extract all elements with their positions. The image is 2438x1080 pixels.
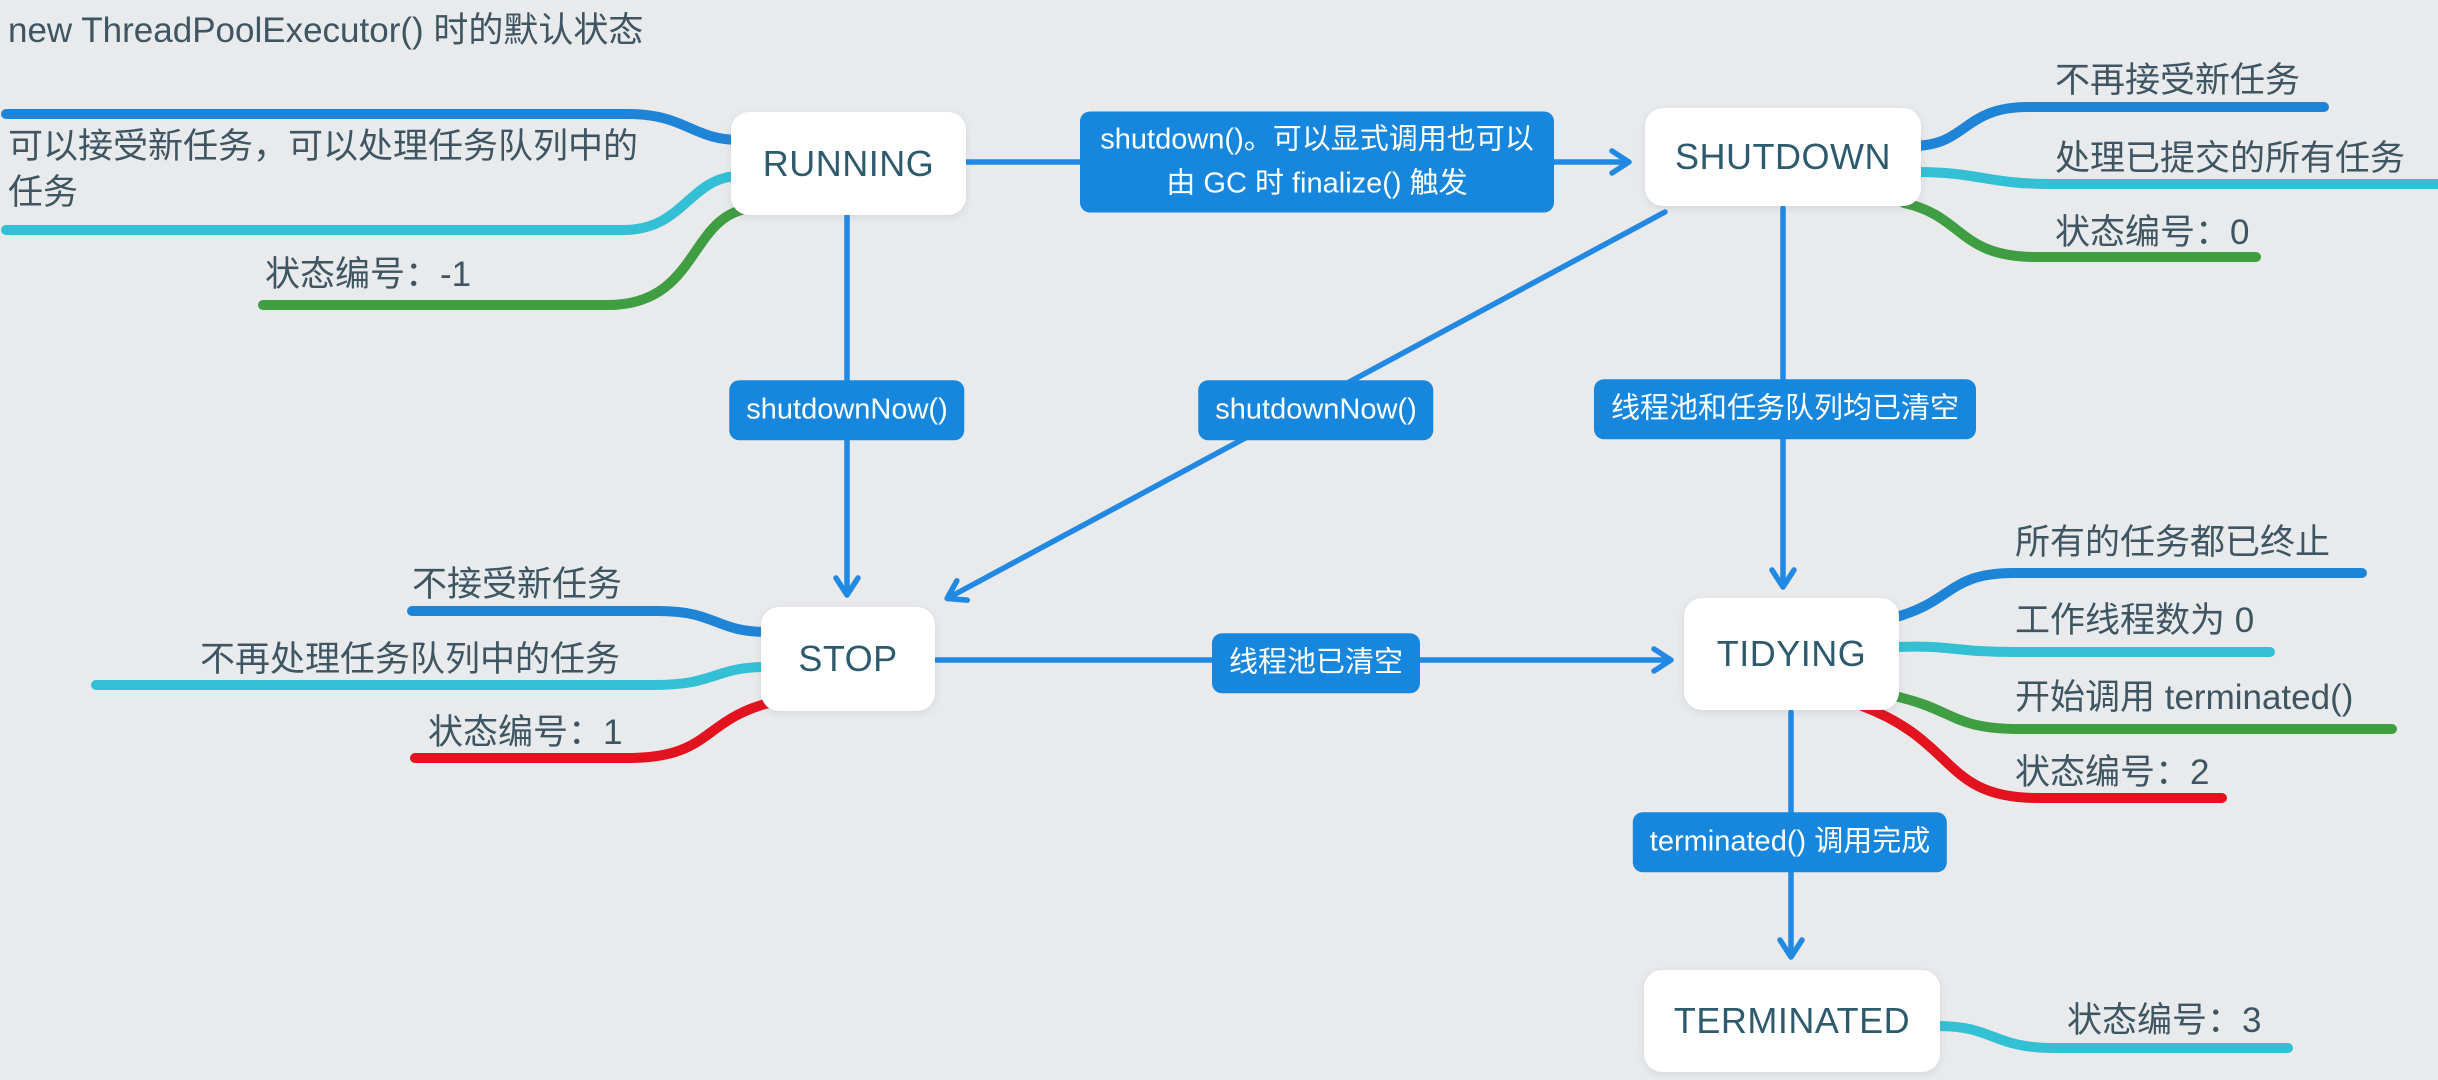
note-terminated-state-number[interactable]: 状态编号：3 (2067, 1001, 2262, 1040)
node-running-label: RUNNING (762, 142, 935, 184)
branch-stop-state-number (410, 695, 787, 763)
branch-running-state-number (258, 203, 757, 310)
note-tidying-all-tasks-terminated[interactable]: 所有的任务都已终止 (2015, 523, 2331, 562)
node-terminated[interactable]: TERMINATED (1644, 970, 1940, 1072)
branch-tidying-call-terminated (1889, 691, 2397, 734)
note-tidying-call-terminated[interactable]: 开始调用 terminated() (2015, 678, 2354, 717)
note-stop-no-new-tasks[interactable]: 不接受新任务 (412, 565, 623, 604)
note-stop-no-queue-processing[interactable]: 不再处理任务队列中的任务 (200, 640, 621, 679)
branch-stop-no-queue-processing (91, 662, 773, 690)
edge-label-shutdownnow-shutdown-stop[interactable]: shutdownNow() (1198, 380, 1434, 440)
note-shutdown-no-new-tasks[interactable]: 不再接受新任务 (2055, 61, 2301, 100)
branch-tidying-worker-count-zero (1893, 641, 2275, 657)
edge-label-pool-and-queue-empty[interactable]: 线程池和任务队列均已清空 (1593, 379, 1977, 439)
branch-shutdown-process-submitted (1912, 167, 2438, 189)
branch-stop-no-new-tasks (407, 606, 773, 637)
branch-shutdown-state-number (1899, 198, 2261, 262)
node-stop[interactable]: STOP (761, 607, 935, 711)
note-tidying-worker-count-zero[interactable]: 工作线程数为 0 (2015, 601, 2255, 640)
node-tidying-label: TIDYING (1716, 633, 1867, 674)
node-shutdown[interactable]: SHUTDOWN (1645, 108, 1921, 206)
branch-terminated-state-number (1933, 1021, 2293, 1053)
branch-running-accept-tasks (1, 171, 745, 235)
node-terminated-label: TERMINATED (1673, 1000, 1911, 1041)
node-running[interactable]: RUNNING (731, 112, 966, 215)
edge-label-terminated-call-done[interactable]: terminated() 调用完成 (1632, 812, 1948, 872)
node-stop-label: STOP (798, 638, 898, 679)
note-running-accept-tasks[interactable]: 可以接受新任务，可以处理任务队列中的任务 (8, 127, 639, 212)
note-shutdown-state-number[interactable]: 状态编号：0 (2055, 213, 2250, 252)
node-shutdown-label: SHUTDOWN (1675, 136, 1891, 177)
node-tidying[interactable]: TIDYING (1684, 598, 1899, 710)
branch-shutdown-no-new-tasks (1907, 102, 2329, 151)
edge-label-shutdown-call[interactable]: shutdown()。可以显式调用也可以由 GC 时 finalize() 触发 (1080, 111, 1554, 213)
note-tidying-state-number[interactable]: 状态编号：2 (2015, 753, 2210, 792)
note-running-state-number[interactable]: 状态编号：-1 (265, 255, 472, 294)
branch-tidying-all-tasks-terminated (1891, 568, 2367, 622)
branch-tidying-state-number (1857, 701, 2227, 803)
note-running-default-state[interactable]: new ThreadPoolExecutor() 时的默认状态 (8, 11, 644, 50)
note-shutdown-process-submitted[interactable]: 处理已提交的所有任务 (2055, 139, 2406, 178)
note-stop-state-number[interactable]: 状态编号：1 (428, 713, 623, 752)
edge-label-pool-empty[interactable]: 线程池已清空 (1211, 633, 1421, 693)
branch-running-default-state (1, 109, 745, 145)
edge-label-shutdownnow-running-stop[interactable]: shutdownNow() (729, 380, 965, 440)
